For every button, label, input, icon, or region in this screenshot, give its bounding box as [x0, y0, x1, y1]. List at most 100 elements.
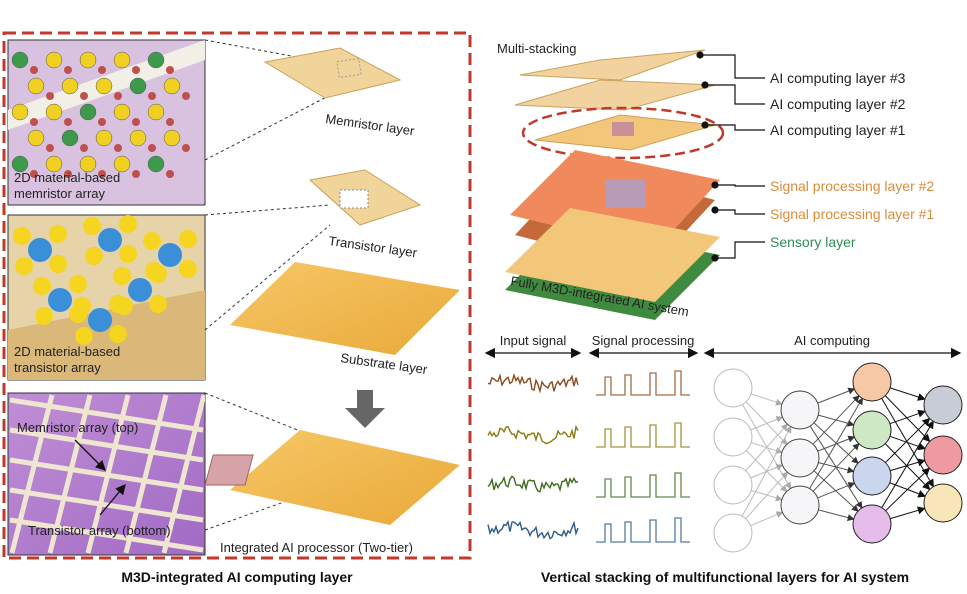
nn-input-node — [713, 513, 753, 553]
leader-dot — [701, 121, 709, 129]
memristor-photo-label-line1: 2D material-based — [14, 170, 120, 185]
atom — [61, 129, 79, 147]
memristor-array-top-label: Memristor array (top) — [17, 420, 138, 435]
atom — [149, 265, 167, 283]
nn-hidden2-node — [852, 456, 892, 496]
atom — [166, 66, 174, 74]
nn-edge — [809, 397, 863, 489]
nn-hidden2-node — [852, 362, 892, 402]
atom — [49, 225, 67, 243]
atom — [49, 255, 67, 273]
atom — [182, 144, 190, 152]
nn-input-node — [713, 417, 753, 457]
atom — [132, 170, 140, 178]
input-signal-trace — [487, 372, 579, 394]
nn-hidden1-node — [780, 438, 820, 478]
transistor-layer-label: Transistor layer — [328, 233, 419, 260]
atom — [88, 308, 112, 332]
atom — [30, 170, 38, 178]
nn-edge — [741, 425, 792, 517]
atom — [80, 144, 88, 152]
atom — [182, 92, 190, 100]
crossbar-line — [161, 394, 205, 554]
atom — [113, 155, 131, 173]
atom — [113, 267, 131, 285]
atom — [45, 51, 63, 69]
atom — [129, 129, 147, 147]
nn-edge — [750, 416, 784, 431]
input-signal-trace — [487, 424, 579, 445]
nn-edge — [818, 509, 855, 522]
atom — [114, 144, 122, 152]
atom — [132, 118, 140, 126]
nn-edge — [884, 395, 931, 443]
memristor-array-photo: 2D material-based memristor array — [7, 39, 206, 206]
nn-edge — [817, 482, 856, 499]
transistor-array-bottom-label: Transistor array (bottom) — [28, 523, 171, 538]
leader-line — [715, 241, 765, 259]
atom — [98, 170, 106, 178]
nn-edge — [885, 417, 931, 463]
atom — [13, 227, 31, 245]
atom — [109, 295, 127, 313]
atom — [163, 77, 181, 95]
layer-label: Signal processing layer #2 — [770, 178, 934, 194]
atom — [119, 245, 137, 263]
nn-edge — [889, 435, 927, 451]
atom — [83, 217, 101, 235]
processed-pulse-train — [596, 422, 690, 448]
leader-line — [715, 184, 765, 187]
atom — [79, 51, 97, 69]
atom — [30, 118, 38, 126]
nn-edge — [750, 393, 783, 406]
leader-line — [715, 209, 765, 215]
atom — [15, 257, 33, 275]
atom — [166, 170, 174, 178]
leader-line — [705, 124, 765, 131]
layer-label: AI computing layer #3 — [770, 70, 906, 86]
atom — [147, 155, 165, 173]
nn-edge — [812, 442, 860, 492]
leader-lines — [696, 51, 765, 262]
memristor-layer-label: Memristor layer — [325, 111, 416, 138]
nn-hidden1-node — [780, 390, 820, 430]
atom — [148, 92, 156, 100]
crossbar-line — [123, 394, 169, 554]
nn-edge — [817, 387, 856, 404]
transistor-photo-label-line1: 2D material-based — [14, 344, 120, 359]
atom — [11, 155, 29, 173]
transistor-array-photo: 2D material-based transistor array — [7, 214, 206, 381]
atom — [46, 144, 54, 152]
atom — [129, 77, 147, 95]
atom — [33, 277, 51, 295]
layer-label: AI computing layer #1 — [770, 122, 906, 138]
crossbar-line — [9, 457, 204, 493]
atom — [149, 295, 167, 313]
atom — [128, 278, 152, 302]
left-panel-border — [2, 31, 472, 560]
nn-edge — [745, 471, 789, 520]
atom — [46, 92, 54, 100]
atom — [148, 144, 156, 152]
leader-line — [700, 54, 765, 79]
crossbar-line — [9, 397, 204, 433]
atom — [114, 92, 122, 100]
atom — [113, 103, 131, 121]
atom — [11, 103, 29, 121]
atom — [98, 118, 106, 126]
atom — [45, 155, 63, 173]
nn-edge — [885, 467, 931, 512]
leader-dot — [701, 81, 709, 89]
atom — [113, 51, 131, 69]
nn-edge — [750, 511, 784, 527]
atom — [179, 260, 197, 278]
atom — [132, 66, 140, 74]
integrated-processor-label: Integrated AI processor (Two-tier) — [220, 540, 413, 555]
atom — [179, 230, 197, 248]
atom — [80, 92, 88, 100]
atom — [147, 103, 165, 121]
layer-stack: Fully M3D-integrated AI system — [505, 49, 725, 320]
crossbar-line — [9, 427, 204, 463]
atom — [64, 66, 72, 74]
